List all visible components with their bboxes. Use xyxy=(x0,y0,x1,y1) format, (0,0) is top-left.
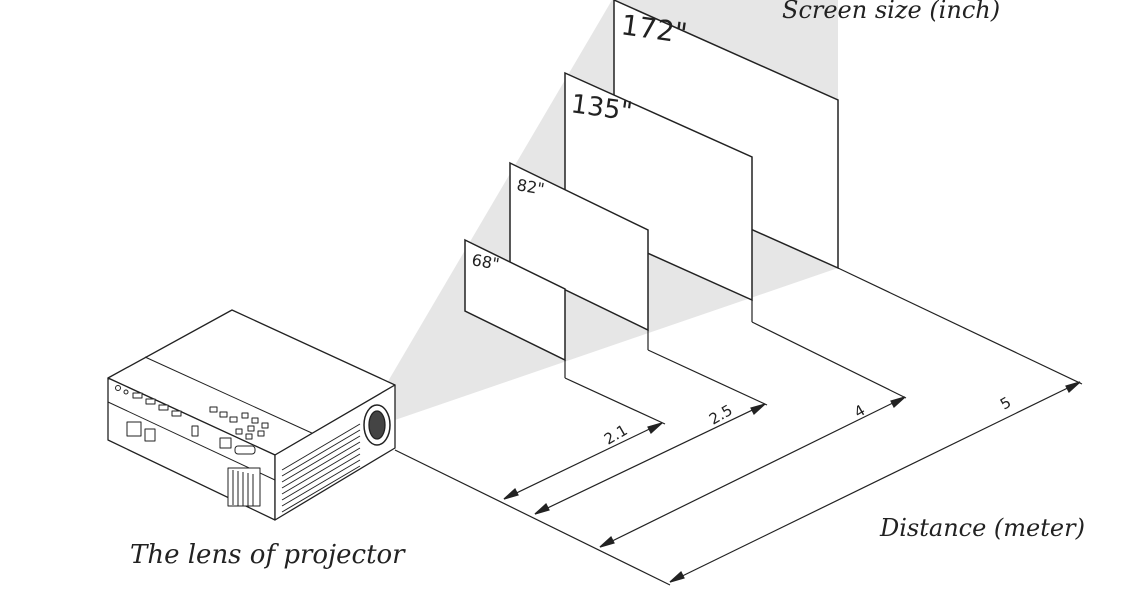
projector-illustration xyxy=(107,309,396,521)
lens-caption: The lens of projector xyxy=(130,540,406,570)
dimension-arrows xyxy=(503,381,1081,583)
distance-label-2-5: 2.5 xyxy=(706,401,736,429)
distance-label-4: 4 xyxy=(851,401,868,421)
distance-title: Distance (meter) xyxy=(879,514,1085,542)
distance-lines xyxy=(394,267,1083,586)
screen-68 xyxy=(464,238,566,362)
screen-82 xyxy=(509,161,649,332)
screen-135 xyxy=(564,71,753,302)
screen-size-label-82: 82" xyxy=(515,175,546,199)
screen-size-title: Screen size (inch) xyxy=(782,0,1000,24)
screen-size-label-68: 68" xyxy=(470,250,501,274)
distance-label-5: 5 xyxy=(997,393,1014,413)
distance-label-2-1: 2.1 xyxy=(601,421,631,449)
